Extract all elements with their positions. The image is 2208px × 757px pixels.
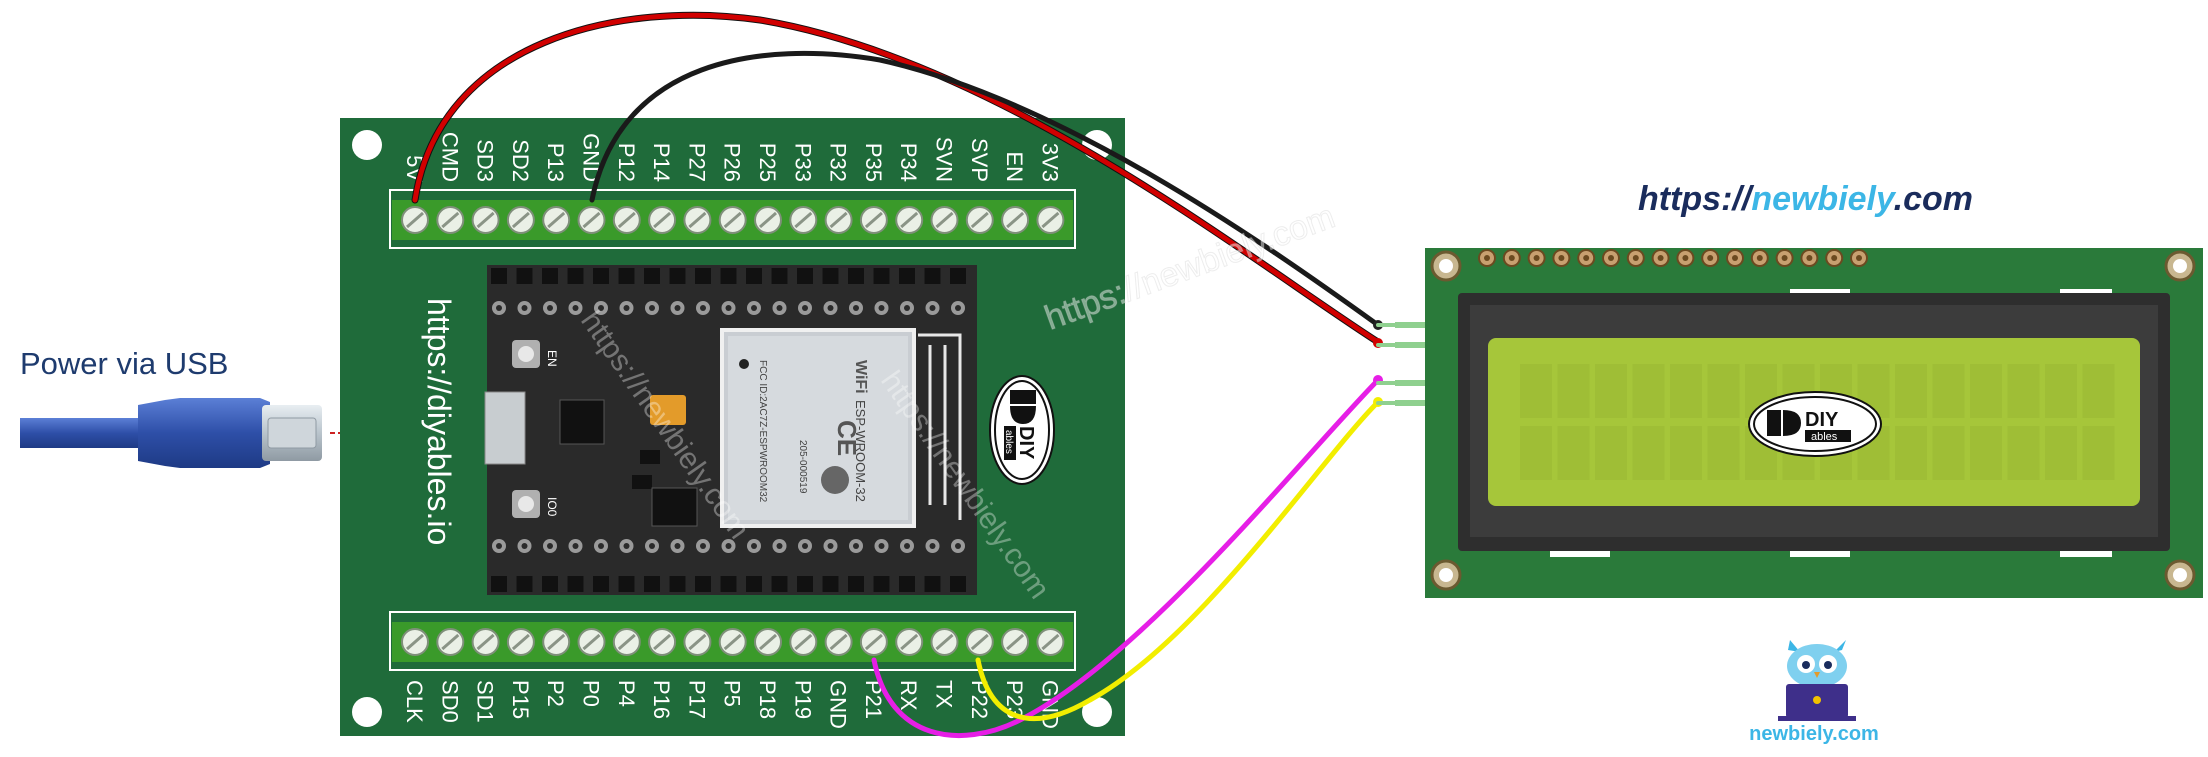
module-model: ESP-WROOM-32 [853, 400, 868, 502]
wire-gnd [589, 50, 1381, 328]
top-pin-label: SVN [932, 137, 957, 182]
top-pin-label: 3V3 [1037, 143, 1062, 182]
bottom-pin-label: TX [932, 680, 957, 708]
bottom-pin-label: P16 [649, 680, 674, 719]
bottom-pin-label: P0 [579, 680, 604, 707]
bottom-pin-label: P2 [543, 680, 568, 707]
power-via-usb-label: Power via USB [20, 346, 228, 381]
top-pin-label: P33 [790, 143, 815, 182]
top-pin-label: SD3 [473, 139, 498, 182]
bottom-pin-label: RX [896, 680, 921, 711]
wire-scl [975, 399, 1381, 722]
top-pin-label: SD2 [508, 139, 533, 182]
svg-text:DIY: DIY [1805, 409, 1839, 431]
header-url-prefix: https:// [1638, 180, 1755, 218]
esp-wroom-32-module: WiFi ESP-WROOM-32 FCC ID:2AC7Z-ESPWROOM3… [720, 328, 962, 528]
mount-hole [352, 697, 382, 727]
bottom-pin-label: P5 [720, 680, 745, 707]
bottom-pin-label: GND [826, 680, 851, 729]
bottom-pin-label: CLK [402, 680, 427, 723]
top-pin-label: CMD [437, 132, 462, 182]
svg-text:ables: ables [1003, 430, 1014, 454]
bottom-pin-label: P4 [614, 680, 639, 707]
boot-label: IO0 [545, 497, 559, 517]
svg-text:ables: ables [1811, 431, 1838, 443]
wire-sda [871, 377, 1381, 739]
top-pin-label: P12 [614, 143, 639, 182]
module-code: 205-000519 [797, 440, 808, 494]
ce-mark: CE [832, 420, 862, 456]
footer-brand: newbiely.com [1749, 723, 1879, 745]
header-url: https://newbiely.com [1638, 180, 1973, 218]
mount-hole [1082, 697, 1112, 727]
bottom-pin-label: P19 [790, 680, 815, 719]
lcd-diyables-logo: DIY ables [1748, 391, 1882, 457]
top-pin-label: P27 [684, 143, 709, 182]
svg-text:DIY: DIY [1015, 426, 1037, 460]
esp32-devkit: EN IO0 WiFi ESP-WROOM-32 FCC ID:2AC7Z-ES… [484, 265, 977, 595]
bottom-pin-label: SD1 [473, 680, 498, 723]
usb-cable [20, 398, 385, 468]
en-label: EN [545, 350, 559, 367]
top-pin-label: P25 [755, 143, 780, 182]
bottom-pin-label: SD0 [437, 680, 462, 723]
bottom-pin-label: P15 [508, 680, 533, 719]
top-pin-label: P35 [861, 143, 886, 182]
header-url-suffix: .com [1894, 180, 1973, 218]
diyables-logo: DIY ables [989, 375, 1055, 485]
header-url-brand: newbiely [1751, 180, 1897, 218]
top-pin-label: SVP [967, 138, 992, 182]
board-url-text: https://diyables.io [421, 298, 457, 545]
top-pin-label: P32 [826, 143, 851, 182]
top-pin-label: P14 [649, 143, 674, 182]
bottom-pin-label: P18 [755, 680, 780, 719]
lcd-i2c-module: DIY ables [1395, 248, 2203, 598]
top-pin-label: P34 [896, 143, 921, 182]
wires [411, 11, 1397, 739]
module-fcc: FCC ID:2AC7Z-ESPWROOM32 [757, 360, 768, 503]
bottom-pin-label: P17 [684, 680, 709, 719]
mount-hole [352, 130, 382, 160]
espressif-logo [821, 466, 849, 494]
top-pin-label: P13 [543, 143, 568, 182]
wifi-mark: WiFi [852, 360, 869, 394]
newbiely-mascot-logo [1778, 640, 1856, 721]
top-pin-label: EN [1002, 151, 1027, 182]
top-pin-label: P26 [720, 143, 745, 182]
